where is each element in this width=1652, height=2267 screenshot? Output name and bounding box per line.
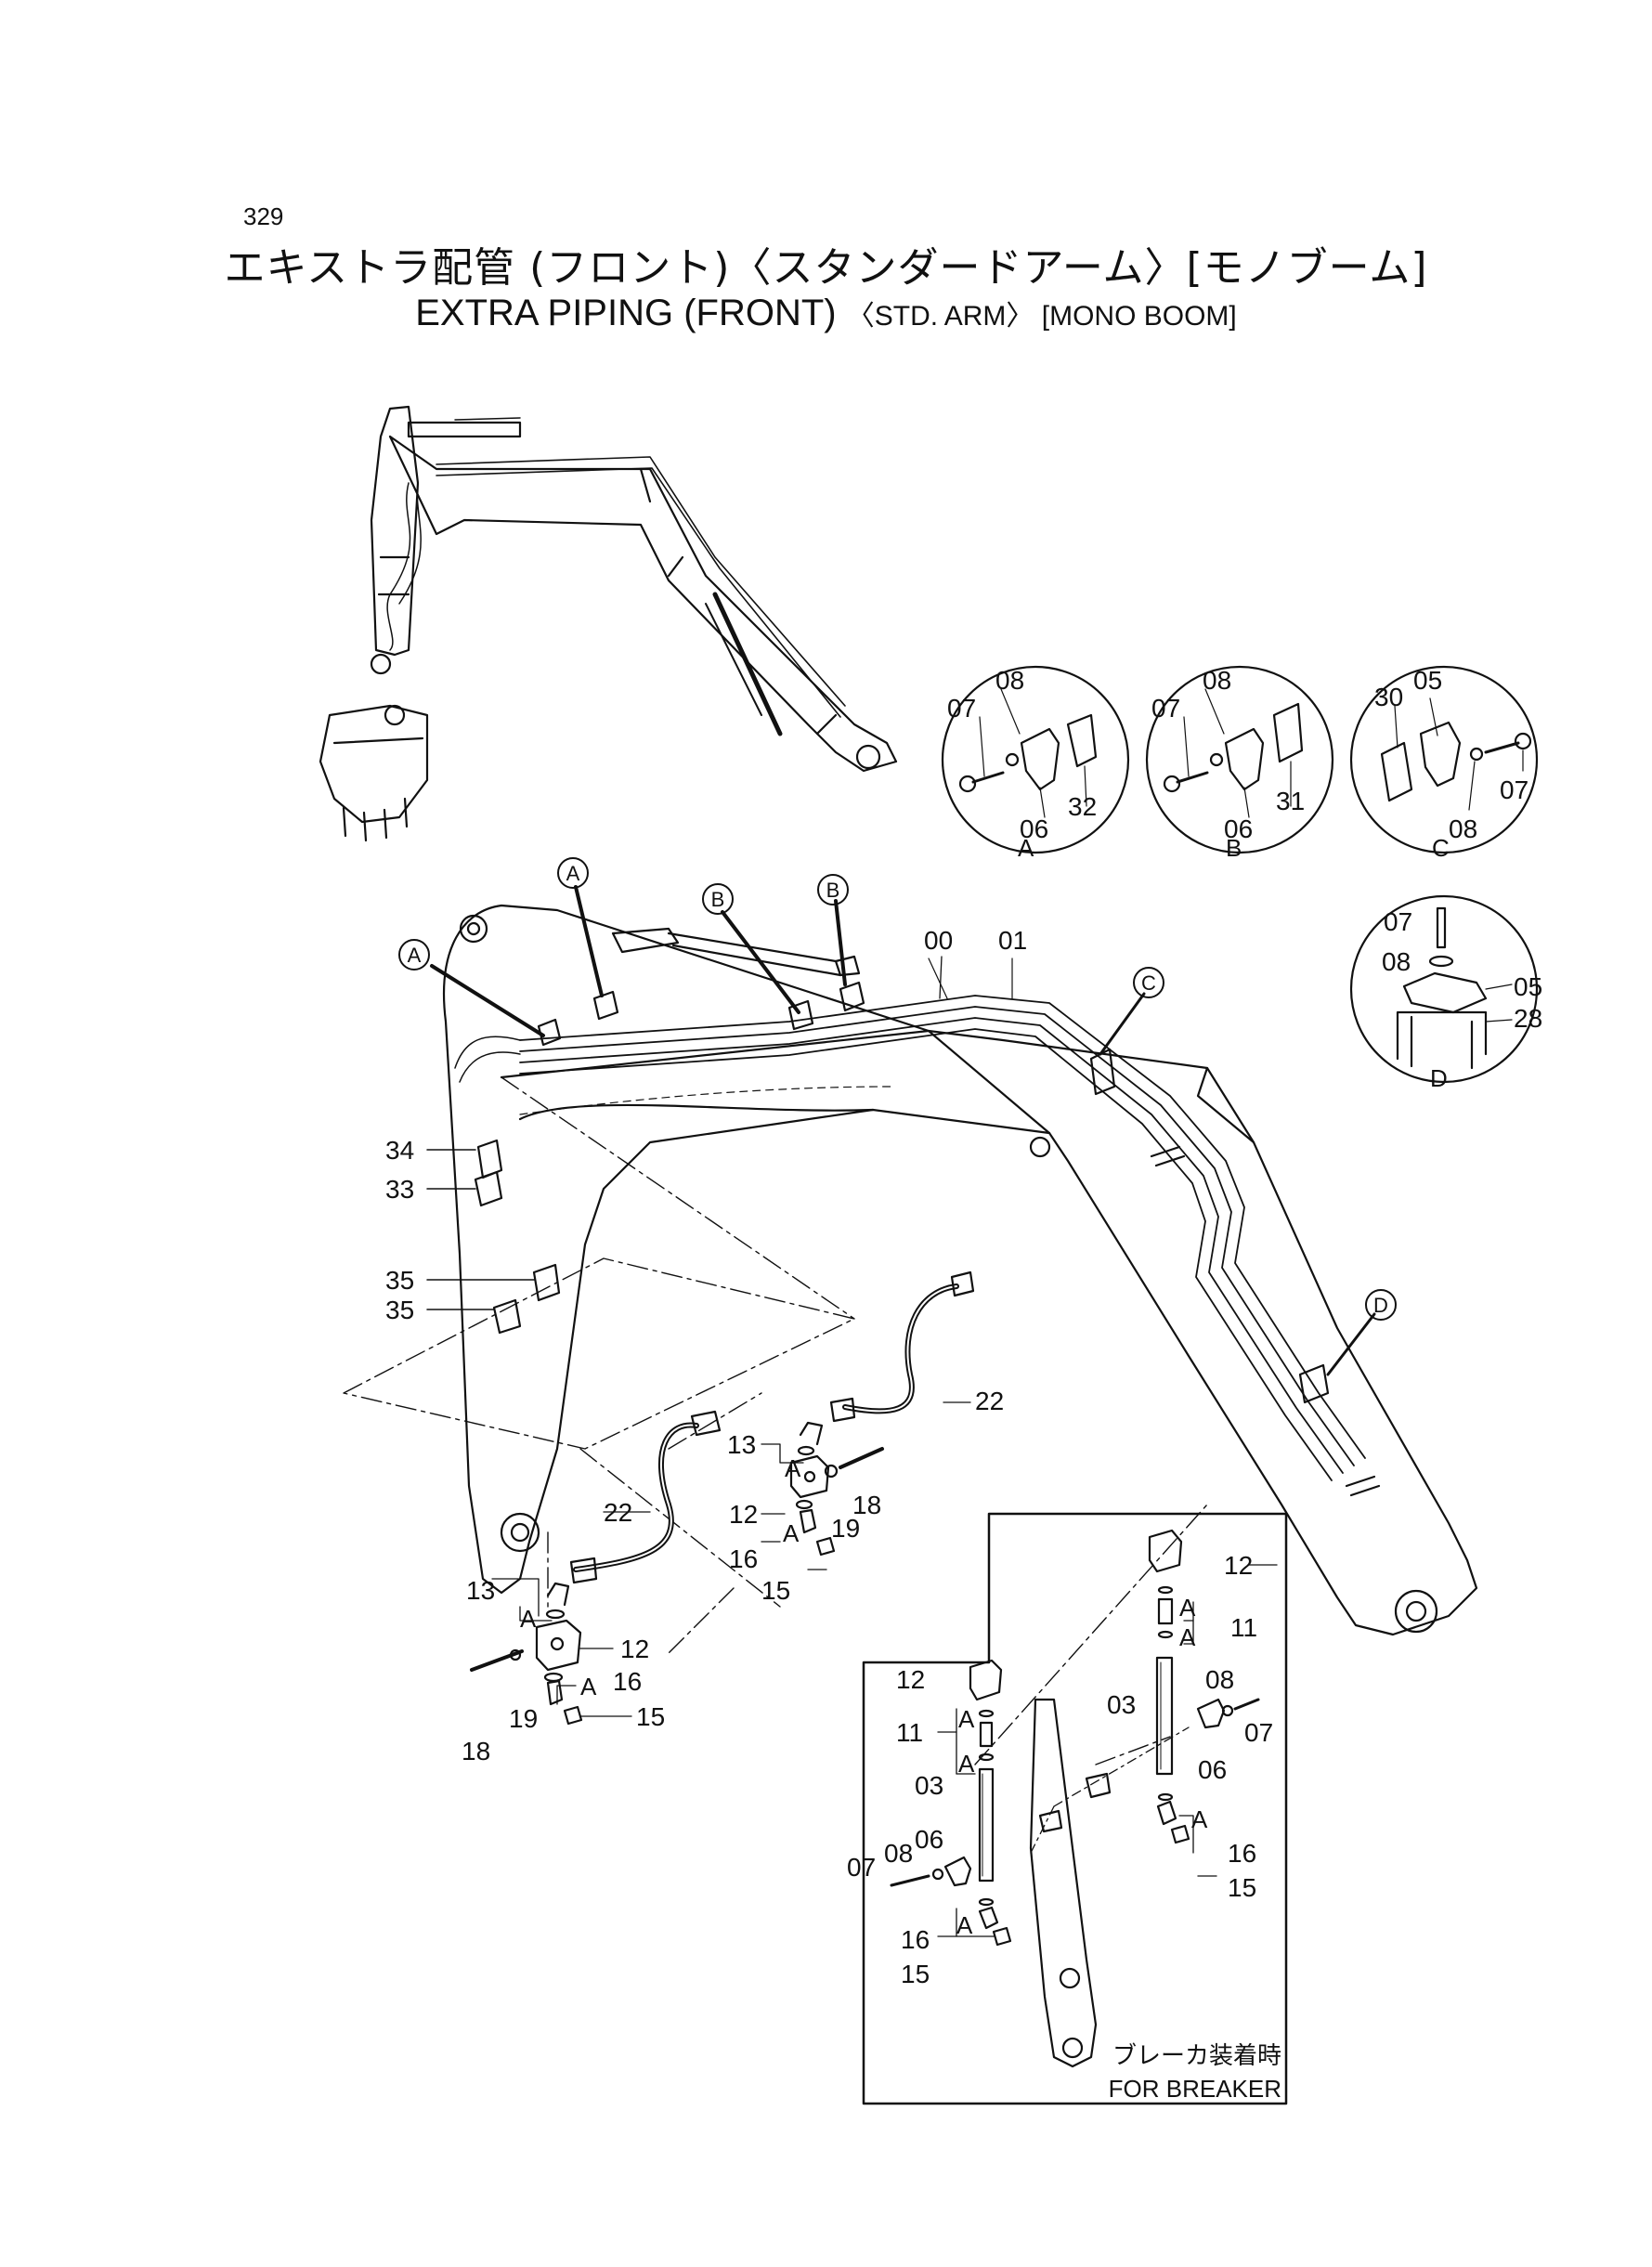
label-22-left: 22 — [604, 1498, 632, 1527]
oring-a-inset-r3: A — [1191, 1805, 1208, 1833]
part-number-labels: 08 07 06 32 08 07 06 31 30 05 08 07 07 0… — [385, 666, 1542, 1988]
oring-a-inset-l1: A — [958, 1705, 975, 1733]
callout-letter-a-1: A — [408, 944, 422, 967]
label-06-inset-left: 06 — [915, 1825, 943, 1854]
label-18-center: 18 — [852, 1491, 881, 1519]
main-boom — [442, 904, 1478, 1636]
label-28: 28 — [1514, 1004, 1542, 1033]
oring-a-left-2: A — [580, 1673, 597, 1700]
callout-letter-d: D — [1373, 1294, 1388, 1317]
label-33: 33 — [385, 1175, 414, 1204]
label-03-inset-left: 03 — [915, 1771, 943, 1800]
callout-leaders — [430, 885, 1376, 1376]
label-35-a: 35 — [385, 1266, 414, 1295]
label-19-center: 19 — [831, 1514, 860, 1543]
callout-bubbles — [398, 857, 1397, 1321]
label-08-a: 08 — [995, 666, 1024, 695]
oring-a-inset-r2: A — [1179, 1623, 1196, 1651]
callout-letter-c: C — [1141, 971, 1156, 995]
label-15-inset-left: 15 — [901, 1960, 930, 1988]
label-06-a: 06 — [1020, 814, 1048, 843]
overview-front-attachment — [319, 405, 898, 842]
label-12-inset-left: 12 — [896, 1665, 925, 1694]
circle-b-caption: B — [1226, 834, 1242, 862]
label-12-left: 12 — [620, 1635, 649, 1663]
oring-a-center-1: A — [785, 1454, 801, 1482]
label-06-b: 06 — [1224, 814, 1253, 843]
label-11-inset-right: 11 — [1230, 1613, 1257, 1642]
title-japanese: エキストラ配管 (フロント)〈スタンダードアーム〉[モノブーム] — [224, 244, 1428, 292]
label-03-inset-right: 03 — [1107, 1690, 1136, 1719]
label-07-b: 07 — [1151, 694, 1180, 723]
inset-for-breaker — [862, 1512, 1288, 2105]
label-22-right: 22 — [975, 1387, 1004, 1415]
label-16-inset-left: 16 — [901, 1925, 930, 1954]
label-06-inset-right: 06 — [1198, 1755, 1227, 1784]
label-15-left: 15 — [636, 1702, 665, 1731]
label-13-left: 13 — [466, 1576, 495, 1605]
circle-c-caption: C — [1432, 834, 1450, 862]
label-07-d: 07 — [1384, 907, 1412, 936]
label-12-center: 12 — [729, 1500, 758, 1529]
label-07-inset-left: 07 — [847, 1853, 876, 1882]
label-08-d: 08 — [1382, 947, 1411, 976]
page-number: 329 — [243, 202, 284, 230]
inset-caption-jp: ブレーカ装着時 — [1112, 2041, 1281, 2069]
hose-assembly-left — [470, 1410, 722, 1726]
circle-a-caption: A — [1018, 834, 1034, 862]
inset-caption: ブレーカ装着時 FOR BREAKER — [1109, 2041, 1281, 2103]
title-english-sub: 〈STD. ARM〉 [MONO BOOM] — [846, 301, 1237, 332]
label-31: 31 — [1276, 787, 1305, 815]
inset-caption-en: FOR BREAKER — [1109, 2075, 1281, 2103]
label-11-inset-left: 11 — [896, 1718, 923, 1747]
callout-letter-b-1: B — [711, 888, 725, 911]
callout-letter-a-2: A — [566, 862, 580, 885]
label-05-d: 05 — [1514, 972, 1542, 1001]
title-english-main: EXTRA PIPING (FRONT) — [415, 293, 837, 333]
label-08-inset-left: 08 — [884, 1839, 913, 1868]
detail-circle-c — [1349, 665, 1539, 854]
detail-circle-d — [1349, 894, 1539, 1084]
label-16-inset-right: 16 — [1228, 1839, 1256, 1868]
label-13-center: 13 — [727, 1430, 756, 1459]
part-leaders — [491, 956, 1278, 1937]
label-05-c: 05 — [1413, 666, 1442, 695]
label-34: 34 — [385, 1136, 414, 1165]
label-07-inset-right: 07 — [1244, 1718, 1273, 1747]
label-32: 32 — [1068, 792, 1097, 821]
oring-a-inset-l2: A — [958, 1750, 975, 1778]
circle-d-caption: D — [1430, 1064, 1448, 1092]
label-19-left: 19 — [509, 1704, 538, 1733]
label-08-inset-right: 08 — [1205, 1665, 1234, 1694]
oring-a-inset-l3: A — [956, 1911, 973, 1939]
callout-bubble-letters: A A B B C D — [408, 862, 1388, 1317]
label-12-inset-right: 12 — [1224, 1551, 1253, 1580]
label-07-c: 07 — [1500, 775, 1528, 804]
oring-a-left-1: A — [520, 1605, 537, 1633]
label-35-b: 35 — [385, 1296, 414, 1324]
label-08-b: 08 — [1203, 666, 1231, 695]
guide-lines — [343, 1076, 1208, 1765]
label-30: 30 — [1374, 683, 1403, 711]
label-18-left: 18 — [462, 1737, 490, 1765]
label-01: 01 — [998, 926, 1027, 955]
oring-a-labels: A B C D A A A A A A A A A A — [520, 834, 1450, 1939]
title-english: EXTRA PIPING (FRONT) 〈STD. ARM〉 [MONO BO… — [0, 293, 1652, 334]
oring-a-center-2: A — [783, 1519, 800, 1547]
label-07-a: 07 — [947, 694, 976, 723]
detail-circle-a — [941, 665, 1130, 854]
label-16-center: 16 — [729, 1544, 758, 1573]
label-15-inset-right: 15 — [1228, 1873, 1256, 1902]
label-00: 00 — [924, 926, 953, 955]
oring-a-inset-r1: A — [1179, 1594, 1196, 1622]
label-15-center: 15 — [761, 1576, 790, 1605]
callout-letter-b-2: B — [826, 879, 840, 902]
label-08-c: 08 — [1449, 814, 1477, 843]
detail-circle-b — [1145, 665, 1334, 854]
hose-assembly-center — [789, 1270, 975, 1557]
clamps-33-35 — [426, 1139, 561, 1335]
label-16-left: 16 — [613, 1667, 642, 1696]
